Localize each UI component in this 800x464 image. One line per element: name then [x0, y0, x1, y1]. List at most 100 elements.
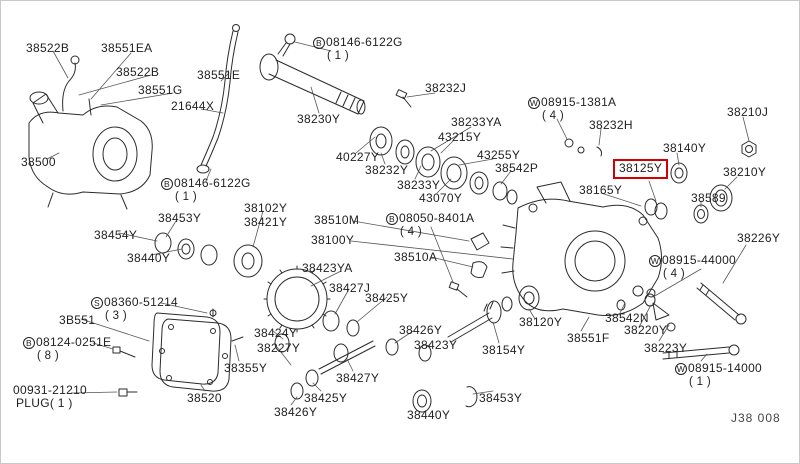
- part-number: PLUG( 1 ): [16, 396, 73, 410]
- part-label-38210J[interactable]: 38210J: [727, 106, 768, 119]
- part-label-38427Y[interactable]: 38427Y: [336, 372, 379, 385]
- part-label-38220Y[interactable]: 38220Y: [624, 324, 667, 337]
- part-number: 40227Y: [336, 150, 380, 164]
- part-label-38154Y[interactable]: 38154Y: [482, 344, 525, 357]
- part-label-38125Y[interactable]: 38125Y: [613, 159, 669, 179]
- part-label-38551G[interactable]: 38551G: [138, 84, 183, 97]
- part-label-38210Y[interactable]: 38210Y: [723, 166, 766, 179]
- part-number: 38140Y: [663, 141, 707, 155]
- part-label-38100Y[interactable]: 38100Y: [311, 234, 354, 247]
- part-label-38522B[interactable]: 38522B: [26, 42, 69, 55]
- part-label-38120Y[interactable]: 38120Y: [519, 316, 562, 329]
- part-label-43215Y[interactable]: 43215Y: [438, 131, 481, 144]
- part-label-38453Y[interactable]: 38453Y: [158, 212, 201, 225]
- part-label-38233Y[interactable]: 38233Y: [397, 179, 440, 192]
- part-number: 38425Y: [365, 291, 409, 305]
- part-label-38232J[interactable]: 38232J: [425, 82, 466, 95]
- part-label-38102Y[interactable]: 38102Y: [244, 202, 287, 215]
- part-number: 08146-6122G: [174, 176, 251, 190]
- part-label-38440Y[interactable]: 38440Y: [127, 252, 170, 265]
- part-number: 38551EA: [101, 41, 153, 55]
- part-number: 38227Y: [257, 341, 301, 355]
- part-number: 08915-1381A: [541, 95, 617, 109]
- part-number: 38125Y: [619, 161, 663, 175]
- part-label-38223Y[interactable]: 38223Y: [644, 342, 687, 355]
- part-label-38232Y[interactable]: 38232Y: [365, 164, 408, 177]
- part-label-38454Y[interactable]: 38454Y: [94, 229, 137, 242]
- part-label-3B551[interactable]: 3B551: [59, 314, 95, 327]
- part-number: 38453Y: [158, 211, 202, 225]
- part-label-38426Y[interactable]: 38426Y: [399, 324, 442, 337]
- part-number: 38223Y: [644, 341, 688, 355]
- part-number: 38421Y: [244, 215, 288, 229]
- part-number: 38355Y: [224, 361, 268, 375]
- part-label-38233YA[interactable]: 38233YA: [451, 116, 502, 129]
- part-label-0093121210[interactable]: 00931-21210: [13, 384, 87, 397]
- part-number: 38551F: [567, 331, 610, 345]
- part-label-38542N[interactable]: 38542N: [605, 312, 649, 325]
- part-label-38520[interactable]: 38520: [187, 392, 222, 405]
- flange-bolt-icon: [277, 33, 296, 57]
- part-label-38440Y[interactable]: 38440Y: [407, 409, 450, 422]
- part-label-38425Y[interactable]: 38425Y: [365, 292, 408, 305]
- part-label-38551E[interactable]: 38551E: [197, 69, 240, 82]
- part-label-38423Y[interactable]: 38423Y: [414, 339, 457, 352]
- part-number: 38426Y: [274, 405, 318, 419]
- circled-b-icon: B: [386, 213, 398, 225]
- part-number: 38551G: [138, 83, 183, 97]
- part-label-38423YA[interactable]: 38423YA: [302, 262, 353, 275]
- part-label-PLUG1[interactable]: PLUG( 1 ): [16, 397, 73, 410]
- part-label-43255Y[interactable]: 43255Y: [477, 149, 520, 162]
- part-label-38230Y[interactable]: 38230Y: [297, 113, 340, 126]
- part-number: 43255Y: [477, 148, 521, 162]
- part-number: 43215Y: [438, 130, 482, 144]
- part-label-38522B[interactable]: 38522B: [116, 66, 159, 79]
- part-label-38140Y[interactable]: 38140Y: [663, 142, 706, 155]
- part-label-38510M[interactable]: 38510M: [314, 214, 359, 227]
- part-label-43070Y[interactable]: 43070Y: [419, 192, 462, 205]
- part-number: 38210J: [727, 105, 769, 119]
- part-label-38227Y[interactable]: 38227Y: [257, 342, 300, 355]
- part-number: 38100Y: [311, 233, 355, 247]
- part-number: 38500: [21, 155, 56, 169]
- part-label-38165Y[interactable]: 38165Y: [579, 184, 622, 197]
- part-number: 08360-51214: [104, 295, 179, 309]
- part-number: 08146-6122G: [326, 35, 403, 49]
- figure-code: J38 008: [731, 411, 781, 425]
- part-label-21644X[interactable]: 21644X: [171, 100, 214, 113]
- part-label-38551F[interactable]: 38551F: [567, 332, 610, 345]
- part-label-38421Y[interactable]: 38421Y: [244, 216, 287, 229]
- part-number: 38233Y: [397, 178, 441, 192]
- part-label-38424Y[interactable]: 38424Y: [254, 327, 297, 340]
- shim-clips: [564, 138, 602, 157]
- circled-w-icon: W: [649, 255, 661, 267]
- part-label-38425Y[interactable]: 38425Y: [304, 392, 347, 405]
- part-number: 38427J: [329, 281, 371, 295]
- part-label-38232H[interactable]: 38232H: [589, 119, 633, 132]
- part-label-38589[interactable]: 38589: [691, 192, 726, 205]
- quantity: ( 1 ): [327, 50, 349, 62]
- part-number: 38210Y: [723, 165, 767, 179]
- part-label-38542P[interactable]: 38542P: [495, 162, 538, 175]
- pinion-bearing-row: [369, 89, 518, 205]
- part-number: 38120Y: [519, 315, 563, 329]
- part-label-38551EA[interactable]: 38551EA: [101, 42, 152, 55]
- part-label-38500[interactable]: 38500: [21, 156, 56, 169]
- part-label-38510A[interactable]: 38510A: [394, 251, 437, 264]
- part-label-38226Y[interactable]: 38226Y: [737, 232, 780, 245]
- part-label-40227Y[interactable]: 40227Y: [336, 151, 379, 164]
- part-label-38355Y[interactable]: 38355Y: [224, 362, 267, 375]
- part-label-38453Y[interactable]: 38453Y: [479, 392, 522, 405]
- part-label-38426Y[interactable]: 38426Y: [274, 406, 317, 419]
- part-label-38427J[interactable]: 38427J: [329, 282, 370, 295]
